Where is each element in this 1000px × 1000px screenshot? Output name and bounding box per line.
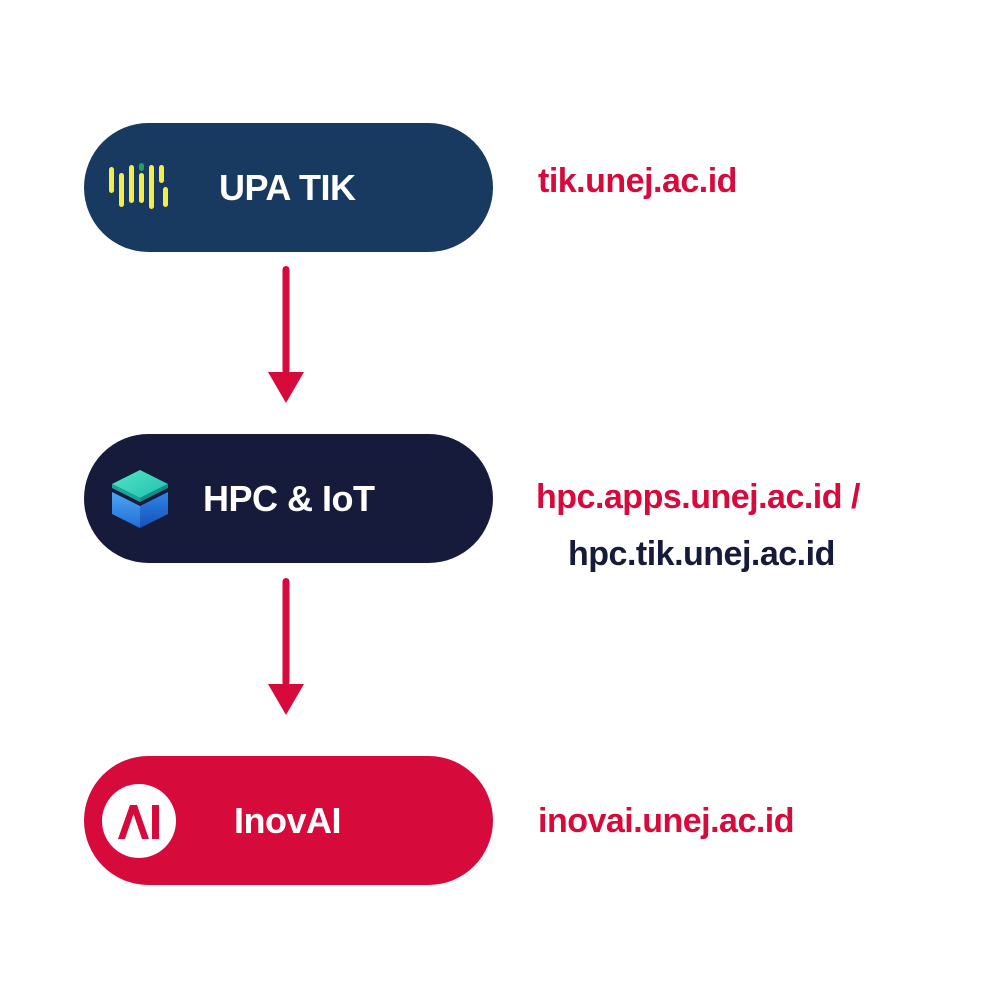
hpc-apps-url-link[interactable]: hpc.apps.unej.ac.id / [536, 478, 860, 516]
inovai-label: InovAI [234, 800, 342, 841]
upa-tik-label: UPA TIK [219, 167, 356, 208]
hpc-tik-url-link[interactable]: hpc.tik.unej.ac.id [568, 535, 835, 573]
hpc-cube-icon [112, 470, 168, 528]
tik-logo-icon [109, 163, 168, 209]
arrow-down-icon [268, 266, 304, 403]
hpc-iot-label: HPC & IoT [203, 478, 375, 519]
tik-url-link[interactable]: tik.unej.ac.id [538, 162, 737, 200]
inovai-node: InovAI [84, 756, 493, 885]
upa-tik-node: UPA TIK [84, 123, 493, 252]
inovai-logo-icon [102, 784, 176, 858]
arrow-down-icon [268, 578, 304, 715]
inovai-url-link[interactable]: inovai.unej.ac.id [538, 802, 795, 840]
hpc-iot-node: HPC & IoT [84, 434, 493, 563]
